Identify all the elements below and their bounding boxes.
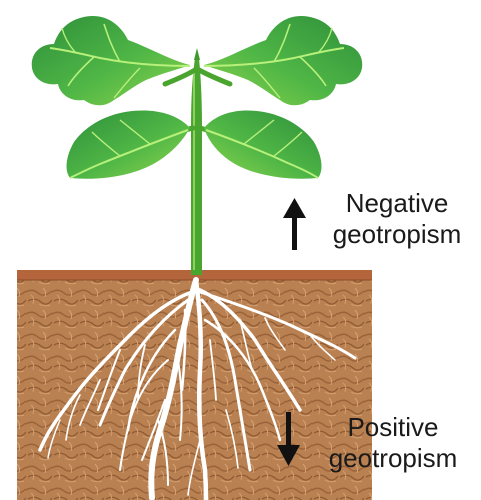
leaf-upper-right (204, 16, 362, 105)
leaf-lower-right (204, 111, 321, 179)
leaf-lower-left (67, 111, 190, 179)
leaf-upper-left (32, 16, 190, 105)
positive-label-line1: Positive (305, 412, 481, 443)
stem (145, 58, 240, 275)
negative-geotropism-label: Negative geotropism (312, 188, 481, 250)
negative-label-line2: geotropism (312, 219, 481, 250)
arrow-up-icon (283, 198, 306, 250)
positive-label-line2: geotropism (305, 443, 481, 474)
negative-label-line1: Negative (312, 188, 481, 219)
positive-geotropism-label: Positive geotropism (305, 412, 481, 474)
apical-bud (194, 48, 200, 60)
